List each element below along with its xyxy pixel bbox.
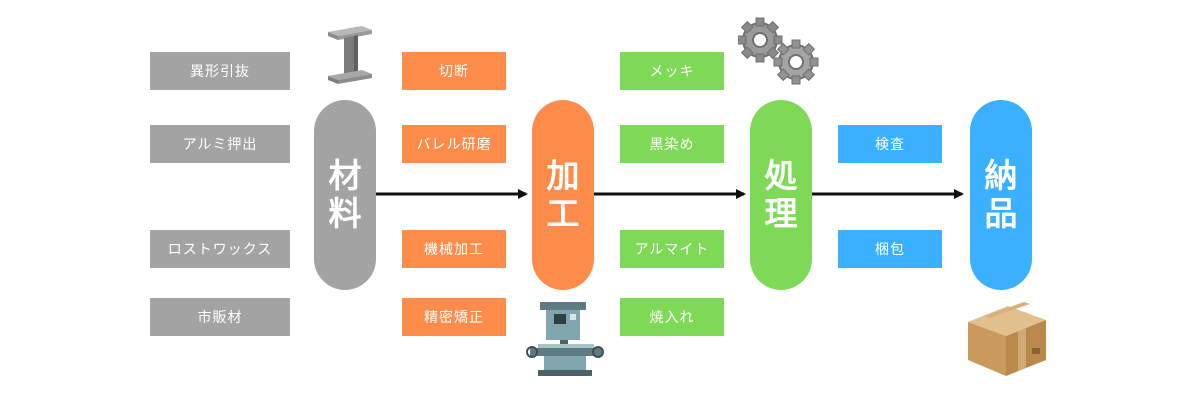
stage-label-top: 材 bbox=[328, 156, 362, 196]
treatment-item: 黒染め bbox=[620, 125, 724, 163]
stage-treatment: 処 理 bbox=[750, 100, 812, 290]
material-item: 異形引抜 bbox=[150, 52, 290, 90]
stage-material: 材 料 bbox=[314, 100, 376, 290]
stage-label-top: 納 bbox=[984, 156, 1018, 196]
stage-label-top: 加 bbox=[546, 156, 580, 196]
delivery-prep-item: 梱包 bbox=[838, 230, 942, 268]
stage-processing: 加 工 bbox=[532, 100, 594, 290]
material-item: ロストワックス bbox=[150, 230, 290, 268]
stage-label-bottom: 理 bbox=[764, 194, 798, 233]
gears-icon bbox=[738, 17, 819, 85]
stage-delivery: 納 品 bbox=[970, 100, 1032, 290]
treatment-item: 焼入れ bbox=[620, 298, 724, 336]
milling-machine-icon bbox=[526, 302, 604, 376]
steel-beam-icon bbox=[328, 26, 372, 84]
processing-item: 精密矯正 bbox=[402, 298, 506, 336]
processing-item: バレル研磨 bbox=[402, 125, 506, 163]
stage-label-bottom: 品 bbox=[984, 194, 1018, 233]
stage-label-bottom: 料 bbox=[328, 194, 362, 233]
stage-label-top: 処 bbox=[764, 156, 798, 196]
processing-item: 機械加工 bbox=[402, 230, 506, 268]
delivery-prep-item: 検査 bbox=[838, 125, 942, 163]
material-item: アルミ押出 bbox=[150, 125, 290, 163]
material-item: 市販材 bbox=[150, 298, 290, 336]
processing-item: 切断 bbox=[402, 52, 506, 90]
cardboard-box-icon bbox=[968, 302, 1046, 376]
stage-label-bottom: 工 bbox=[546, 194, 580, 233]
treatment-item: アルマイト bbox=[620, 230, 724, 268]
treatment-item: メッキ bbox=[620, 52, 724, 90]
